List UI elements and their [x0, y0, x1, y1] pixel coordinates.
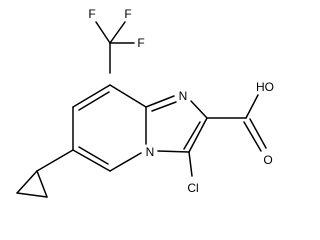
bond-c2-c3-double	[183, 121, 201, 150]
bond-c8-c7-double	[78, 91, 110, 111]
bond-c3-cl	[188, 151, 193, 177]
atom-label-fluorine: F	[88, 7, 95, 21]
bond-n1-c2	[190, 100, 208, 119]
atom-label-fluorine: F	[124, 7, 131, 21]
bond-c-f-top-left	[95, 21, 111, 44]
bond-c8a-n1-double	[151, 101, 177, 112]
chemical-structure-diagram: F F F N N HO O Cl	[16, 7, 274, 198]
bond-c6-cyclopropyl	[36, 149, 74, 172]
bond-cyclopropyl-left	[16, 170, 38, 194]
carboxylic-acid-group	[206, 94, 267, 152]
imidazole-ring	[145, 95, 208, 153]
atom-label-carbonyl-oxygen: O	[263, 153, 272, 167]
trifluoromethyl-group	[95, 21, 135, 74]
cyclopropyl-group	[16, 149, 74, 198]
pyridine-ring	[72, 84, 147, 172]
atom-label-hydroxyl: HO	[256, 80, 274, 94]
bond-c8a-n1	[145, 95, 175, 108]
bond-cyclopropyl-base	[16, 192, 48, 198]
bond-c8a-c8	[109, 84, 147, 108]
bond-cyclopropyl-right	[36, 170, 48, 198]
bond-c5-n4	[109, 152, 142, 172]
bond-c6-c5	[72, 149, 111, 172]
bond-c3-n4	[157, 150, 190, 153]
bond-c-o-double-b	[249, 118, 267, 149]
bond-c-oh	[245, 94, 259, 119]
bond-c6-c5-double	[78, 146, 109, 165]
atom-label-chlorine: Cl	[187, 181, 198, 195]
atom-label-nitrogen-imine: N	[179, 89, 188, 103]
atom-label-nitrogen-bridgehead: N	[146, 145, 155, 159]
atom-label-fluorine: F	[137, 36, 144, 50]
bond-c2-c3	[188, 117, 208, 153]
bond-c8-c7	[72, 84, 111, 108]
bond-c-o-double-a	[243, 121, 262, 152]
bond-c-f-top-right	[109, 21, 126, 44]
